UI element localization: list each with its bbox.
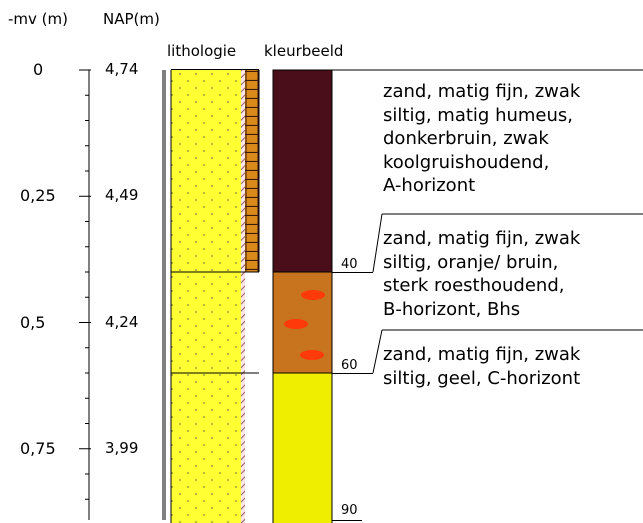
description-line: zand, matig fijn, zwak (383, 344, 581, 365)
lithology-column-title: lithologie (167, 42, 237, 60)
description-line: sterk roesthoudend, (383, 275, 565, 296)
boundary-depth-label: 90 (341, 503, 358, 518)
description-line: siltig, matig humeus, (383, 104, 574, 126)
description-line: zand, matig fijn, zwak (383, 228, 581, 249)
description-line: siltig, oranje/ bruin, (383, 251, 559, 273)
description-leader-slant (372, 213, 383, 273)
description-line: zand, matig fijn, zwak (383, 81, 581, 102)
description-line: A-horizont (383, 175, 476, 196)
lithology-sand-column (171, 70, 241, 523)
depth-tick-label: 0,75 (20, 438, 56, 458)
roest-spot (300, 350, 324, 360)
roest-spot (284, 319, 308, 329)
nap-tick-label: 4,49 (105, 186, 139, 205)
nap-tick-label: 4,74 (105, 60, 139, 78)
nap-tick-label: 4,24 (105, 312, 139, 331)
lithology-axis-bar (162, 70, 166, 520)
description-line: koolgruishoudend, (383, 151, 550, 173)
lithology-silt-hatch (241, 70, 245, 523)
description-line: donkerbruin, zwak (383, 128, 549, 149)
nap-tick-label: 3,99 (105, 438, 139, 457)
description-line: siltig, geel, C-horizont (383, 367, 581, 389)
description-leader-slant (372, 329, 383, 374)
roest-spot (301, 290, 325, 300)
boundary-depth-label: 60 (341, 358, 358, 373)
color-column-title: kleurbeeld (264, 42, 344, 60)
depth-tick-label: 0 (33, 60, 44, 79)
color-layer-1 (272, 69, 333, 273)
description-line: B-horizont, Bhs (383, 298, 521, 320)
lithology-humus-band (245, 70, 259, 272)
depth-tick-label: 0,25 (20, 186, 56, 206)
color-layer-3 (272, 372, 333, 523)
nap-axis-title: NAP(m) (103, 10, 160, 28)
boundary-depth-label: 40 (341, 257, 358, 272)
depth-axis-title: -mv (m) (8, 10, 68, 28)
depth-tick-label: 0,5 (20, 312, 46, 332)
